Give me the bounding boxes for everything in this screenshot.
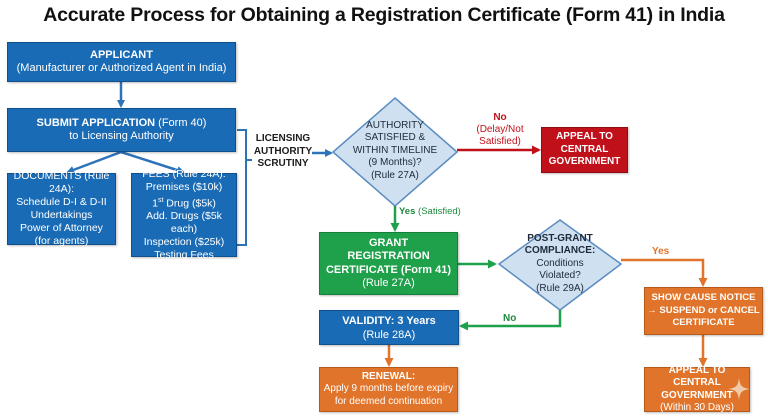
documents-line: DOCUMENTS (Rule 24A):: [13, 170, 110, 195]
documents-line: (for agents): [34, 235, 89, 247]
fees-line: 1st Drug ($5k): [152, 196, 216, 210]
decision-compliance-text: POST-GRANT COMPLIANCE: Conditions Violat…: [524, 232, 596, 294]
show-cause-notice-box: SHOW CAUSE NOTICE → SUSPEND or CANCEL CE…: [644, 287, 763, 335]
yes-satisfied-label: Yes (Satisfied): [399, 206, 461, 217]
yes-violated-label: Yes: [652, 246, 670, 257]
no-delay-label: No (Delay/Not Satisfied): [476, 112, 524, 147]
grant-certificate-box: GRANT REGISTRATION CERTIFICATE (Form 41)…: [319, 232, 458, 295]
validity-box: VALIDITY: 3 Years (Rule 28A): [319, 310, 459, 345]
fees-line: Premises ($10k): [145, 180, 223, 193]
applicant-title: APPLICANT: [90, 49, 153, 61]
fees-line: Add. Drugs ($5k each): [146, 210, 222, 236]
renewal-box: RENEWAL: Apply 9 months before expiry fo…: [319, 367, 458, 412]
diagram-title: Accurate Process for Obtaining a Registr…: [43, 4, 725, 26]
fees-line: Inspection ($25k): [143, 236, 225, 249]
documents-line: Schedule D-I & D-II: [16, 196, 107, 208]
documents-line: Power of Attorney: [20, 222, 103, 234]
scrutiny-bracket: [237, 129, 247, 246]
submit-subtitle: to Licensing Authority: [69, 130, 174, 142]
submit-application-box: SUBMIT APPLICATION (Form 40) to Licensin…: [7, 108, 236, 152]
submit-form: (Form 40): [155, 117, 207, 129]
decision-authority-satisfied-text: AUTHORITY SATISFIED & WITHIN TIMELINE (9…: [352, 119, 438, 181]
arrow-no-to-validity: [459, 310, 562, 331]
applicant-box: APPLICANT (Manufacturer or Authorized Ag…: [7, 42, 236, 82]
appeal-central-government-box: APPEAL TO CENTRAL GOVERNMENT: [541, 127, 628, 173]
submit-title: SUBMIT APPLICATION: [36, 117, 156, 129]
sparkle-icon: [728, 378, 750, 400]
arrow-submit-to-documents: [66, 150, 122, 174]
no-not-violated-label: No: [503, 313, 517, 324]
arrow-submit-to-fees: [120, 150, 185, 174]
fees-line: Testing Fees: [154, 249, 214, 262]
fees-line: FEES (Rule 24A):: [142, 167, 226, 180]
arrow-yes-to-show-cause: [621, 258, 708, 287]
documents-line: Undertakings: [30, 209, 93, 221]
fees-box: FEES (Rule 24A): Premises ($10k) 1st Dru…: [131, 168, 237, 261]
licensing-authority-scrutiny-label: LICENSING AUTHORITY SCRUTINY: [253, 133, 313, 169]
documents-box: DOCUMENTS (Rule 24A): Schedule D-I & D-I…: [7, 170, 116, 247]
applicant-subtitle: (Manufacturer or Authorized Agent in Ind…: [16, 62, 227, 74]
